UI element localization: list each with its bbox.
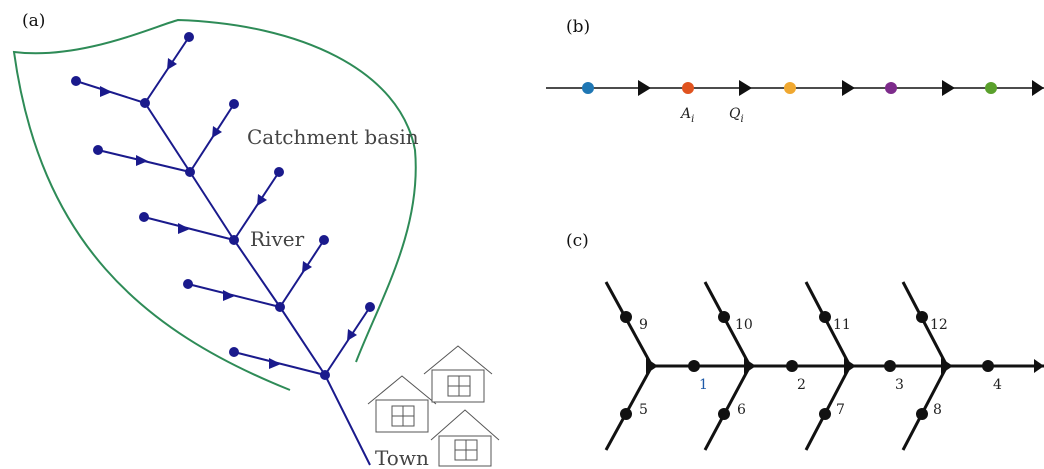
node-lower-6 xyxy=(718,408,730,420)
panel-b: (b) Ai Qi xyxy=(546,17,1044,125)
node-lower-5 xyxy=(620,408,632,420)
catchment-basin-label: Catchment basin xyxy=(247,125,419,149)
river-source xyxy=(319,235,329,245)
node-lower-7 xyxy=(819,408,831,420)
panel-c-label: (c) xyxy=(566,231,589,251)
river-source xyxy=(365,302,375,312)
river-source xyxy=(229,99,239,109)
panel-a-label: (a) xyxy=(22,11,45,31)
flow-arrow-r2 xyxy=(212,126,222,138)
river-source xyxy=(229,347,239,357)
flow-arrow-l5 xyxy=(269,358,281,369)
chain-node-3 xyxy=(784,82,796,94)
edge-label-12: 12 xyxy=(930,317,948,333)
river-source xyxy=(274,167,284,177)
node-upper-10 xyxy=(718,311,730,323)
network-nodes xyxy=(620,311,994,420)
flow-arrow-l1 xyxy=(100,86,112,97)
node-upper-11 xyxy=(819,311,831,323)
edge-label-Qi: Qi xyxy=(729,106,744,125)
node-upper-9 xyxy=(620,311,632,323)
flow-arrow-l3 xyxy=(178,223,190,234)
edge-label-8: 8 xyxy=(933,402,942,418)
chain-arrows xyxy=(638,80,1044,96)
tributaries xyxy=(604,281,949,451)
node-upper-12 xyxy=(916,311,928,323)
chain-arrow xyxy=(942,80,955,96)
edge-label-6: 6 xyxy=(737,402,746,418)
river-source xyxy=(184,32,194,42)
river-source xyxy=(93,145,103,155)
river-junction xyxy=(229,235,239,245)
edge-label-9: 9 xyxy=(639,317,648,333)
node-lower-8 xyxy=(916,408,928,420)
flow-arrow-l4 xyxy=(223,290,235,301)
junction-arrow xyxy=(646,358,658,374)
edge-label-2: 2 xyxy=(797,377,806,393)
flow-arrow-r1 xyxy=(167,58,177,70)
house-icon xyxy=(430,409,500,467)
node-main-1 xyxy=(688,360,700,372)
river-junction xyxy=(320,370,330,380)
outlet-arrow xyxy=(1034,359,1044,373)
node-main-3 xyxy=(884,360,896,372)
chain-node-1 xyxy=(582,82,594,94)
node-main-4 xyxy=(982,360,994,372)
flow-arrow-r4 xyxy=(302,261,312,273)
tributary-right-4 xyxy=(279,239,325,308)
node-labels: 1 2 3 4 9 10 11 12 5 6 7 8 xyxy=(639,317,1002,418)
river-source xyxy=(139,212,149,222)
river-label: River xyxy=(250,227,305,251)
chain-arrow xyxy=(1032,80,1044,96)
river-junction xyxy=(140,98,150,108)
house-icon xyxy=(423,345,493,403)
tributary-right-5 xyxy=(324,306,371,376)
town-houses xyxy=(367,345,500,467)
junction-arrow xyxy=(941,358,953,374)
tributary-right-3 xyxy=(233,171,280,241)
chain-arrow xyxy=(739,80,752,96)
panel-c: (c) xyxy=(566,231,1044,451)
edge-label-7: 7 xyxy=(836,402,845,418)
chain-node-4 xyxy=(885,82,897,94)
edge-label-10: 10 xyxy=(735,317,753,333)
edge-label-11: 11 xyxy=(833,317,851,333)
node-main-2 xyxy=(786,360,798,372)
junction-arrows xyxy=(646,358,1044,374)
panel-b-label: (b) xyxy=(566,17,590,37)
edge-label-4: 4 xyxy=(993,377,1002,393)
junction-arrow xyxy=(844,358,856,374)
river-junction xyxy=(185,167,195,177)
chain-node-2 xyxy=(682,82,694,94)
flow-arrow-l2 xyxy=(136,155,148,166)
river-source xyxy=(71,76,81,86)
flow-arrow-r3 xyxy=(257,194,267,206)
node-label-Ai: Ai xyxy=(679,106,694,125)
house-icon xyxy=(367,375,437,433)
edge-label-5: 5 xyxy=(639,402,648,418)
catchment-boundary xyxy=(12,18,417,391)
chain-arrow xyxy=(842,80,855,96)
edge-label-1: 1 xyxy=(699,377,708,393)
flow-arrow-r5 xyxy=(347,329,357,341)
panel-a: (a) xyxy=(12,11,500,469)
river-source xyxy=(183,279,193,289)
junction-arrow xyxy=(744,358,756,374)
river-network xyxy=(71,32,375,466)
town-label: Town xyxy=(375,446,429,469)
river-main-stem xyxy=(144,102,371,466)
edge-label-3: 3 xyxy=(895,377,904,393)
chain-node-5 xyxy=(985,82,997,94)
chain-nodes xyxy=(582,82,997,94)
river-junction xyxy=(275,302,285,312)
chain-arrow xyxy=(638,80,651,96)
